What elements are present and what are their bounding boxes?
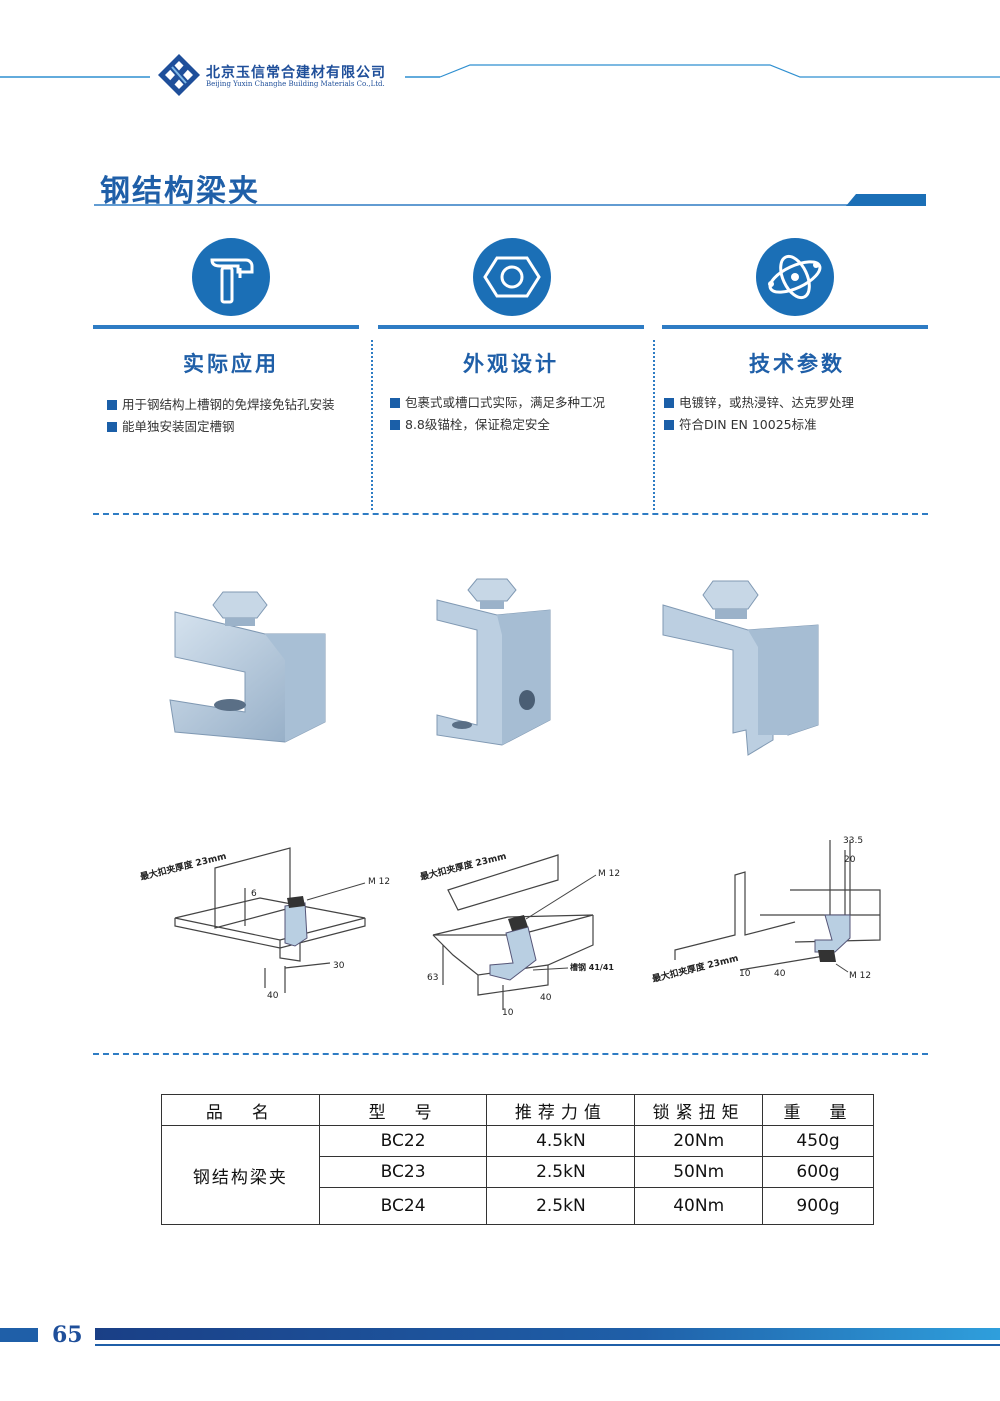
diagram-label: 20: [844, 855, 856, 865]
diagram-label: 33.5: [843, 836, 863, 846]
feature-title-2: 外观设计: [463, 352, 559, 376]
table-row: BC23 2.5kN 50Nm 600g: [162, 1156, 874, 1188]
table-cell: 900g: [762, 1187, 874, 1225]
diagram-label: 6: [251, 889, 257, 899]
table-cell: 450g: [762, 1125, 874, 1157]
title-underline: [94, 194, 926, 206]
table-cell: 2.5kN: [486, 1187, 636, 1225]
diagram-label: 40: [540, 993, 552, 1003]
diagram-label: 40: [774, 969, 786, 979]
diagram-label: 最大扣夹厚度 23mm: [651, 952, 740, 985]
install-diagram-bc23: 最大扣夹厚度 23mm M 12 槽钢 41/41 63 40 10: [419, 850, 620, 1018]
header-lines: [0, 64, 1000, 78]
feature-title-1: 实际应用: [183, 352, 279, 376]
diagram-label: M 12: [849, 971, 871, 981]
feature-bar-2: [378, 325, 644, 329]
table-row: 钢结构梁夹 BC22 4.5kN 20Nm 450g: [161, 1125, 874, 1225]
diagram-label: 槽钢 41/41: [570, 962, 614, 972]
section-divider: [93, 1053, 928, 1055]
diagram-label: 最大扣夹厚度 23mm: [139, 850, 228, 883]
feature-bar-3: [662, 325, 928, 329]
table-cell: 50Nm: [634, 1156, 764, 1188]
product-image-bc24: [662, 580, 819, 756]
company-logo-icon: [158, 54, 200, 96]
diagram-label: 40: [267, 991, 279, 1001]
table-cell: BC22: [318, 1125, 488, 1157]
footer-band: [0, 1328, 1000, 1346]
atom-icon: [756, 238, 834, 316]
feature-list-2: 包裹式或槽口式实际，满足多种工况 8.8级锚栓，保证稳定安全: [390, 392, 605, 436]
table-cell: BC23: [318, 1156, 488, 1188]
page-title: 钢结构梁夹: [100, 174, 260, 209]
diagram-label: 63: [427, 973, 438, 983]
feature-title-3: 技术参数: [749, 352, 845, 376]
column-divider: [653, 340, 655, 510]
feature-list-3: 电镀锌，或热浸锌、达克罗处理 符合DIN EN 10025标准: [664, 392, 854, 436]
product-image-bc23: [436, 578, 551, 746]
install-diagram-bc24: 33.5 20 最大扣夹厚度 23mm 10 40 M 12: [651, 836, 881, 985]
table-cell: 2.5kN: [486, 1156, 636, 1188]
table-header: 重 量: [762, 1094, 874, 1126]
section-divider: [93, 513, 928, 515]
product-image-bc22: [169, 591, 326, 743]
table-header: 锁紧扭矩: [634, 1094, 764, 1126]
table-cell: BC24: [318, 1187, 488, 1225]
feature-list-1: 用于钢结构上槽钢的免焊接免钻孔安装 能单独安装固定槽钢: [107, 394, 335, 438]
column-divider: [371, 340, 373, 510]
feature-item: 用于钢结构上槽钢的免焊接免钻孔安装: [107, 394, 335, 416]
diagram-label: M 12: [598, 869, 620, 879]
diagram-label: M 12: [368, 877, 390, 887]
diagram-label: 10: [739, 969, 751, 979]
table-header: 型 号: [318, 1094, 488, 1126]
table-header: 品 名: [161, 1094, 320, 1126]
install-diagram-bc22: 最大扣夹厚度 23mm M 12 6 30 40: [139, 847, 390, 1001]
diagram-label: 最大扣夹厚度 23mm: [419, 850, 508, 883]
table-cell: 20Nm: [634, 1125, 764, 1157]
hex-nut-icon: [473, 238, 551, 316]
table-cell: 40Nm: [634, 1187, 764, 1225]
table-cell: 4.5kN: [486, 1125, 636, 1157]
company-name-cn: 北京玉信常合建材有限公司: [206, 65, 386, 81]
table-header: 推荐力值: [486, 1094, 636, 1126]
table-row: BC24 2.5kN 40Nm 900g: [162, 1187, 874, 1225]
company-name-en: Beijing Yuxin Changhe Building Materials…: [206, 80, 385, 88]
table-cell: 600g: [762, 1156, 874, 1188]
feature-item: 包裹式或槽口式实际，满足多种工况: [390, 392, 605, 414]
hammer-icon: [192, 238, 270, 316]
page-number: 65: [52, 1322, 83, 1348]
table-header-row: 品 名 型 号 推荐力值 锁紧扭矩 重 量: [161, 1094, 874, 1126]
spec-table: 品 名 型 号 推荐力值 锁紧扭矩 重 量 钢结构梁夹 BC22 4.5kN 2…: [161, 1094, 874, 1225]
feature-item: 能单独安装固定槽钢: [107, 416, 335, 438]
product-name-cell: 钢结构梁夹: [161, 1125, 320, 1225]
feature-item: 电镀锌，或热浸锌、达克罗处理: [664, 392, 854, 414]
feature-bar-1: [93, 325, 359, 329]
feature-item: 8.8级锚栓，保证稳定安全: [390, 414, 605, 436]
diagram-label: 30: [333, 961, 345, 971]
diagram-label: 10: [502, 1008, 514, 1018]
feature-item: 符合DIN EN 10025标准: [664, 414, 854, 436]
